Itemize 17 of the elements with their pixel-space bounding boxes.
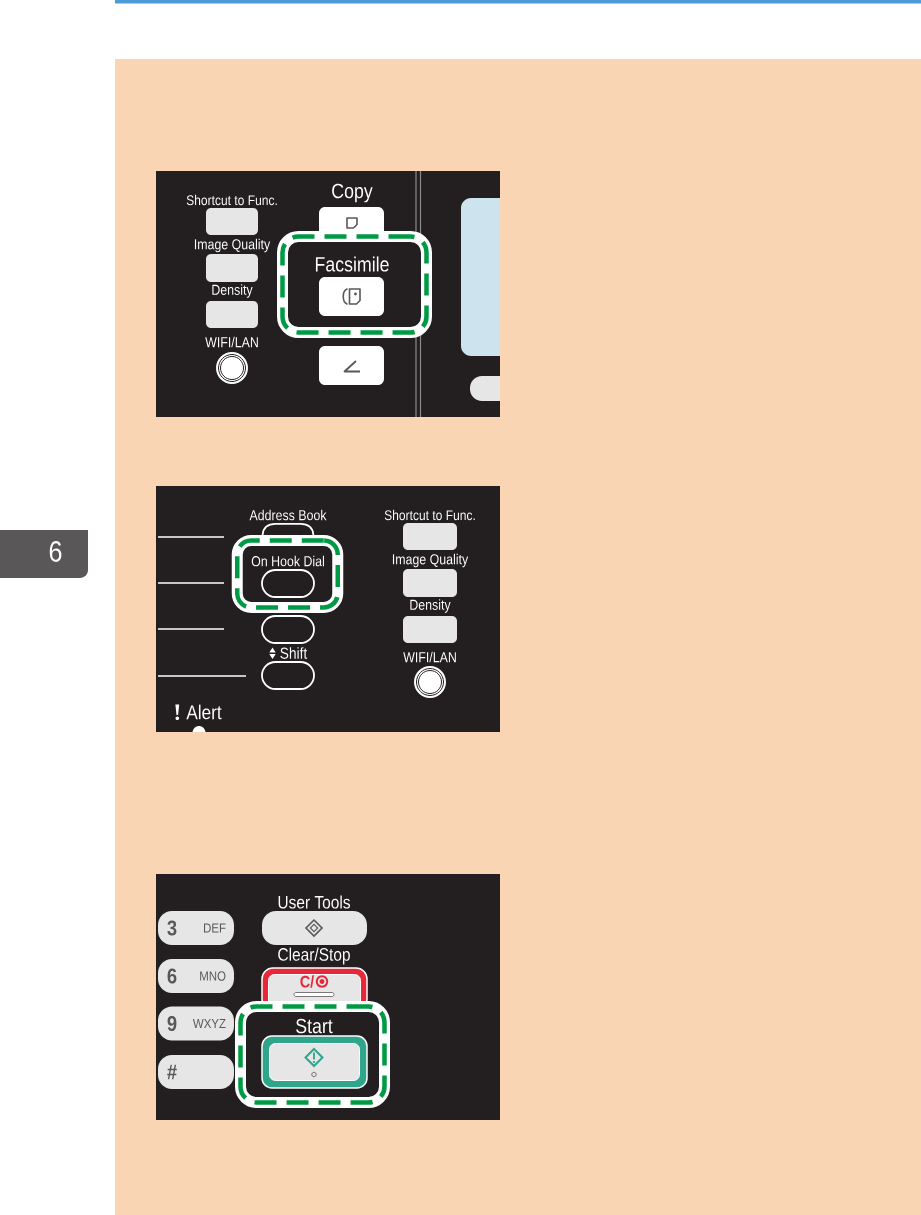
- button-label: Shortcut to Func.: [384, 509, 475, 521]
- indicator-label: Alert: [186, 704, 222, 720]
- button-label: Shift: [280, 647, 308, 659]
- chapter-tab: 6: [0, 530, 88, 578]
- keypad-key: #: [158, 1055, 234, 1089]
- button-label: Density: [212, 284, 253, 298]
- button-label: Shortcut to Func.: [186, 194, 277, 206]
- button-label: User Tools: [278, 895, 350, 909]
- button-label: Image Quality: [392, 553, 469, 568]
- keypad-key: 3 DEF: [158, 911, 234, 945]
- button-label: Density: [410, 599, 451, 613]
- button-label: Copy: [332, 183, 373, 203]
- button-label: WIFI/LAN: [205, 336, 258, 348]
- button-label: WIFI/LAN: [403, 651, 456, 663]
- button-label: Clear/Stop: [278, 947, 350, 965]
- button-label: Address Book: [249, 509, 327, 521]
- keypad-key: 6 MNO: [158, 959, 234, 993]
